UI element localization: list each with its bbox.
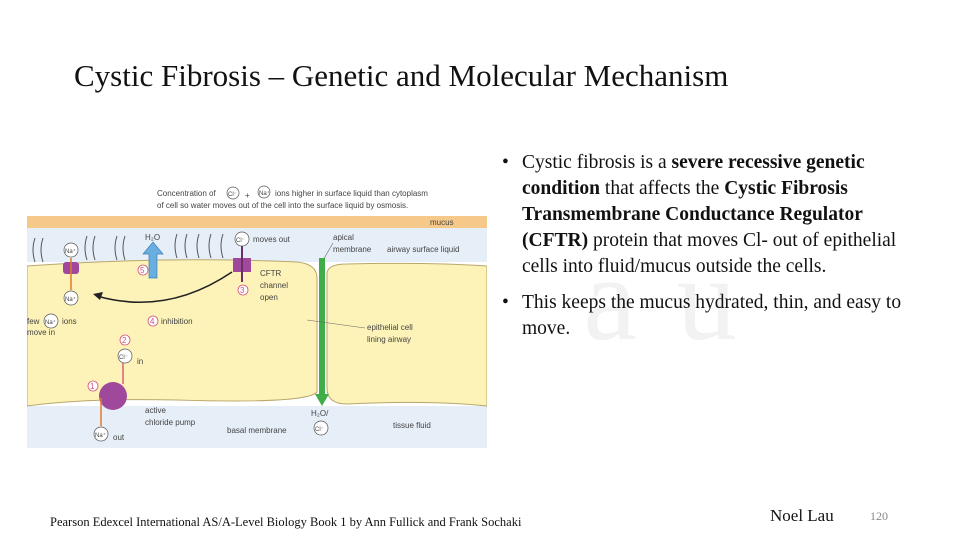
label-tissue-fluid: tissue fluid: [393, 421, 431, 430]
cl-in: Cl⁻: [119, 355, 128, 361]
caption-na: Na⁺: [259, 190, 270, 197]
label-moves-out: moves out: [253, 235, 291, 244]
cftr-diagram: mucus Concentration of Cl⁻ + Na⁺ ions hi…: [27, 185, 487, 448]
slide-title: Cystic Fibrosis – Genetic and Molecular …: [74, 58, 729, 93]
label-mucus: mucus: [430, 218, 454, 227]
label-apical: apical: [333, 233, 354, 242]
na-top: Na⁺: [65, 248, 76, 255]
label-basal-membrane: basal membrane: [227, 426, 287, 435]
label-h2o-top: H₂O: [145, 233, 160, 242]
caption-cl: Cl⁻: [228, 192, 237, 198]
label-epithelial-cell: epithelial cell: [367, 323, 413, 332]
label-active: active: [145, 406, 166, 415]
num-4: 4: [150, 317, 155, 326]
num-2: 2: [122, 336, 127, 345]
label-few: few: [27, 317, 40, 326]
caption-line-1a: Concentration of: [157, 189, 216, 198]
label-chloride-pump: chloride pump: [145, 418, 196, 427]
label-lining-airway: lining airway: [367, 335, 411, 344]
label-h2o-slash: H₂O/: [311, 409, 329, 418]
label-inhibition: inhibition: [161, 317, 193, 326]
bullet-list: Cystic fibrosis is a severe recessive ge…: [502, 150, 902, 352]
page-number: 120: [870, 509, 888, 523]
label-airway-surface-liquid: airway surface liquid: [387, 245, 459, 254]
label-in: in: [137, 357, 143, 366]
source-citation: Pearson Edexcel International AS/A-Level…: [50, 515, 522, 529]
num-5: 5: [140, 266, 145, 275]
na-few: Na⁺: [45, 319, 56, 326]
cl-out: Cl⁻: [236, 238, 245, 244]
num-1: 1: [90, 382, 95, 391]
label-cftr: CFTR: [260, 269, 282, 278]
label-channel: channel: [260, 281, 288, 290]
label-apical-membrane: membrane: [333, 245, 372, 254]
epithelial-cell-right: [326, 262, 487, 407]
author-name: Noel Lau: [770, 506, 834, 525]
na-out: Na⁺: [95, 432, 106, 439]
caption-plus: +: [245, 191, 250, 200]
label-open: open: [260, 293, 278, 302]
caption-line-2: of cell so water moves out of the cell i…: [157, 201, 408, 210]
cilia: [32, 233, 224, 263]
mucus-layer: [27, 216, 487, 228]
num-3: 3: [240, 286, 245, 295]
na-middle: Na⁺: [65, 296, 76, 303]
label-move-in: move in: [27, 328, 55, 337]
label-out: out: [113, 433, 125, 442]
label-ions: ions: [62, 317, 77, 326]
cl-bottom: Cl⁻: [315, 427, 324, 433]
bullet-2: This keeps the mucus hydrated, thin, and…: [502, 290, 902, 342]
bullet-1: Cystic fibrosis is a severe recessive ge…: [502, 150, 902, 280]
caption-line-1b: ions higher in surface liquid than cytop…: [275, 189, 428, 198]
